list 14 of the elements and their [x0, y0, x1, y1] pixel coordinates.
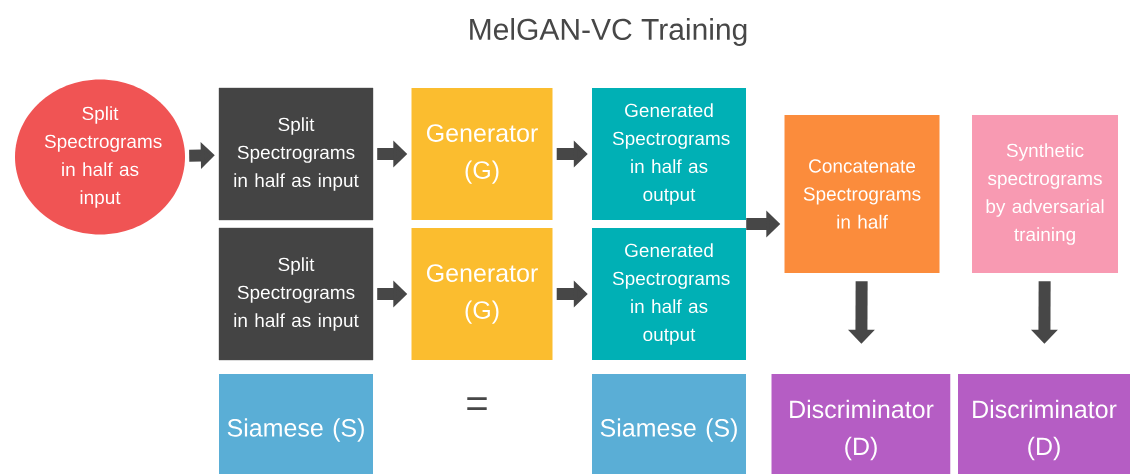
generator-box: Generator (G)	[411, 228, 553, 360]
process-box: Synthetic spectrograms by adversarial training	[972, 115, 1118, 273]
input-box: Split Spectrograms in half as input	[218, 87, 374, 221]
equals-sign: =	[467, 397, 487, 411]
process-box: Concatenate Spectrograms in half	[784, 115, 940, 273]
title: MelGAN-VC Training	[470, 18, 747, 46]
discriminator-box: Discriminator (D)	[958, 374, 1130, 474]
generator-box: Generator (G)	[411, 88, 553, 220]
output-box: Generated Spectrograms in half as output	[592, 228, 746, 360]
output-box: Generated Spectrograms in half as output	[592, 88, 746, 220]
discriminator-box: Discriminator (D)	[771, 374, 951, 474]
siamese-box: Siamese (S)	[219, 374, 373, 474]
siamese-box: Siamese (S)	[592, 374, 746, 474]
input-box: Split Spectrograms in half as input	[218, 227, 374, 361]
